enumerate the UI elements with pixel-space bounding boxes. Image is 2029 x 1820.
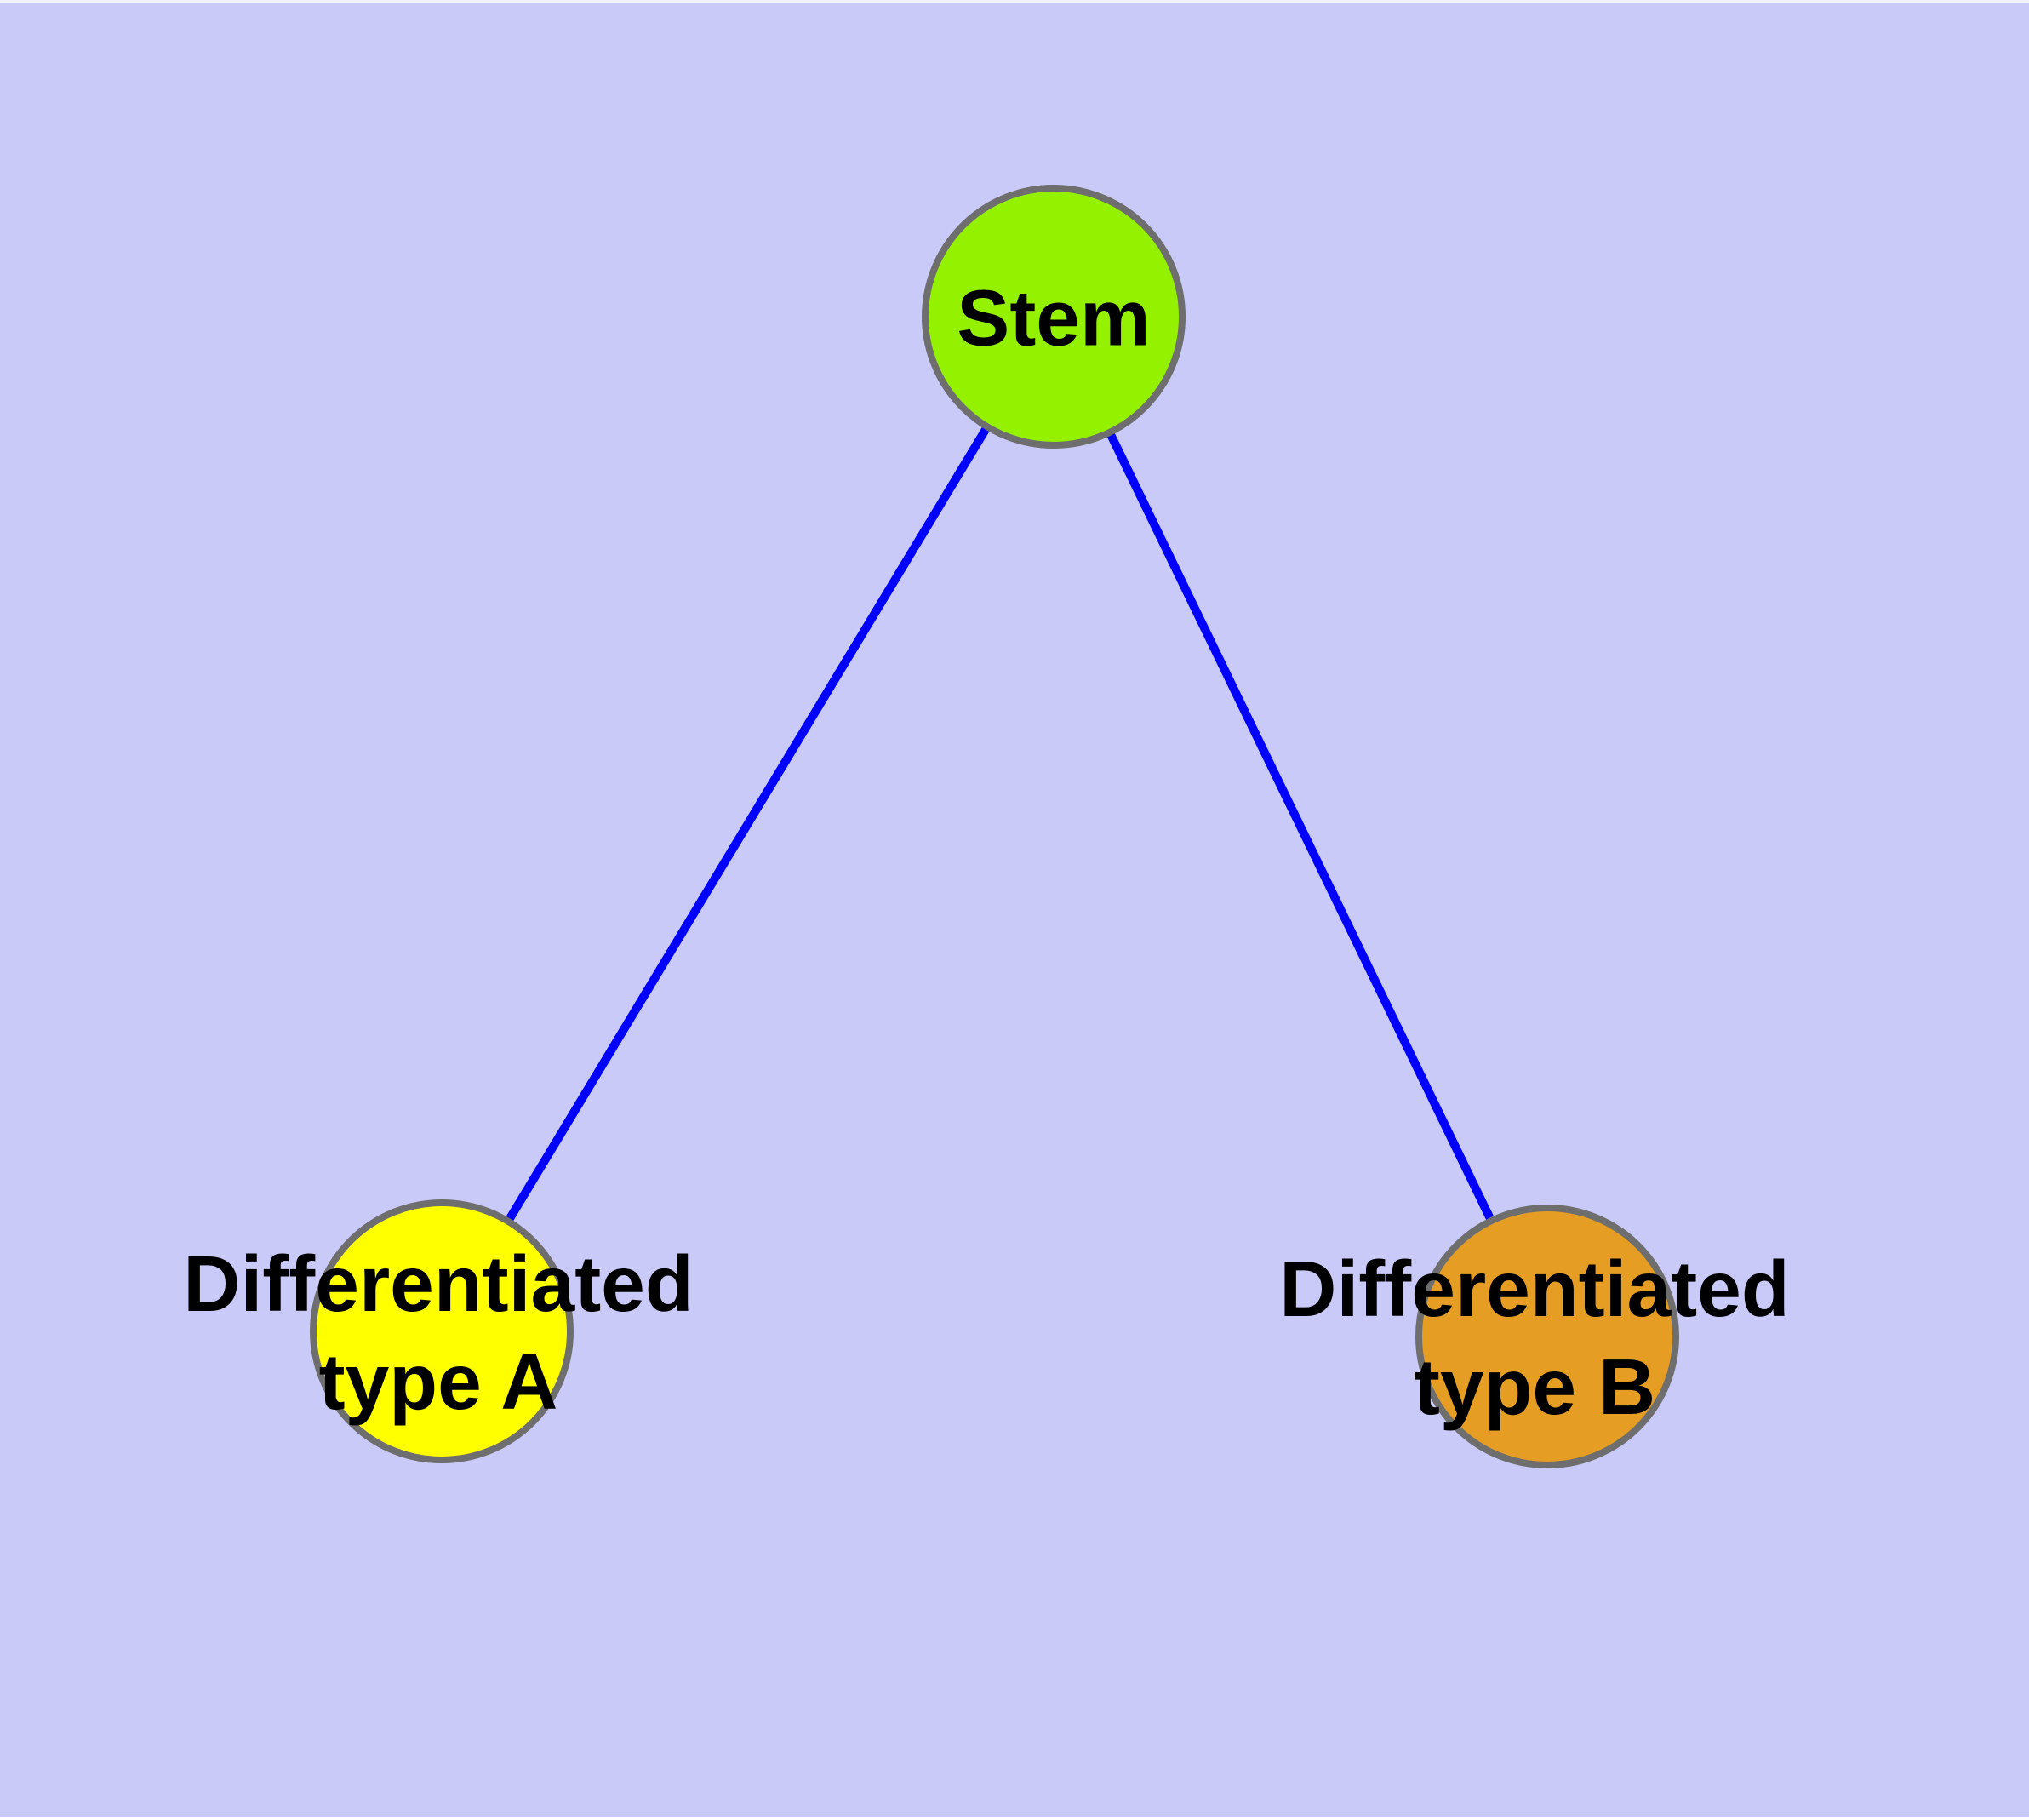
node-type-b[interactable] — [1415, 1205, 1679, 1468]
canvas-top-edge — [0, 0, 2029, 3]
node-type-a[interactable] — [310, 1199, 574, 1463]
edge-stem-type-a — [437, 314, 1058, 1334]
canvas-bottom-edge — [0, 1817, 2029, 1820]
edge-stem-type-b — [1049, 314, 1552, 1339]
node-stem[interactable] — [922, 185, 1186, 449]
